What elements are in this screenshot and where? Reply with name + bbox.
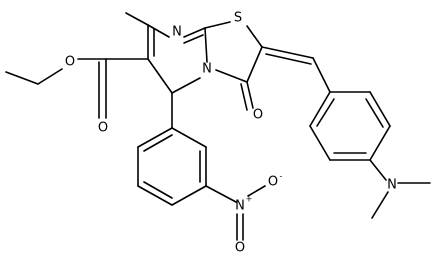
bond-ar2-nme2 (369, 159, 387, 181)
bond-n4-c8a (204, 27, 208, 63)
bond-ar2-2-inner (365, 98, 384, 128)
bond-ch-aryl (312, 57, 331, 93)
bond-c2-c3 (246, 46, 263, 83)
bonds (5, 12, 431, 241)
bond-n8-c8a-double (183, 34, 204, 44)
bond-c6-c5 (147, 58, 173, 94)
bond-c3-o (246, 81, 254, 109)
charge-o-nitro-top: - (280, 172, 283, 181)
bond-ethyl-ch2-ch3 (5, 71, 39, 85)
bond-c2-ch (261, 46, 314, 59)
bond-ar1-4 (137, 185, 173, 206)
atom-o-ester-ether: O (65, 55, 75, 70)
atom-labels: N S N O O O N + O - O N (65, 11, 397, 256)
bond-ar2-6 (309, 91, 331, 127)
atom-n8: N (172, 25, 182, 40)
atom-n-dimethylamino: N (387, 178, 397, 193)
bond-ar1-4-inner (143, 181, 173, 199)
bond-ar1-6 (137, 127, 173, 148)
bond-ar2-2 (369, 91, 391, 127)
bond-ar1-6-inner (143, 134, 173, 152)
atom-o-ketone: O (253, 108, 263, 123)
bond-methyl-c7 (125, 12, 149, 26)
bond-c5-n4 (171, 77, 201, 94)
atom-s1: S (234, 11, 242, 26)
bond-ar2-3 (369, 125, 391, 161)
bond-ar2-5 (309, 125, 331, 161)
bond-n8-c8a (183, 27, 206, 38)
bond-c8a-s (204, 21, 231, 29)
charge-n-nitro: + (246, 195, 253, 204)
bond-ar2-6-inner (316, 98, 335, 127)
bond-c2-ch-double (265, 53, 312, 65)
bond-o-ethyl-ch2 (37, 68, 63, 85)
bond-ar1-nitro (205, 185, 237, 203)
atom-n-nitro: N (235, 199, 245, 214)
atom-o-ester-carbonyl: O (98, 121, 108, 136)
bond-c7-n8 (147, 24, 170, 38)
bond-nitro-o-top (247, 185, 266, 197)
bond-n-me2 (371, 191, 389, 219)
bond-ar1-3 (171, 185, 207, 206)
atom-o-nitro-bottom: O (235, 241, 245, 256)
bond-c3-o-double (240, 83, 248, 111)
bond-c3-n4 (215, 69, 248, 83)
atom-o-nitro-top: O (268, 175, 278, 190)
bond-ar1-1 (171, 127, 207, 148)
bond-s-c2 (246, 25, 263, 48)
atom-n4: N (202, 62, 212, 77)
